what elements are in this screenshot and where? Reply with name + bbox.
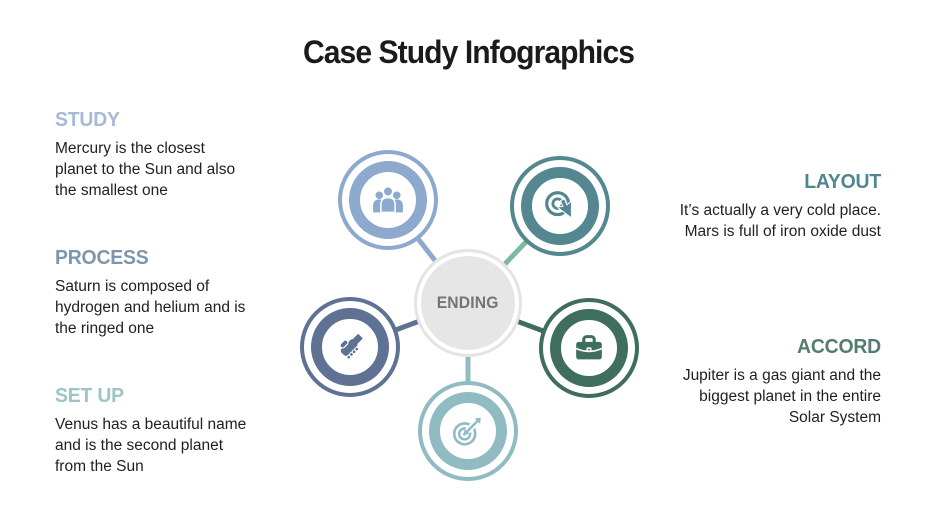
node-briefcase-ring [550,309,628,387]
target-dart-icon [452,415,484,446]
section-layout-heading: LAYOUT [804,171,881,193]
section-process-body: Saturn is composed of hydrogen and heliu… [55,278,246,337]
section-layout-body: It’s actually a very cold place. Mars is… [679,202,881,240]
node-target [418,381,518,481]
users-icon [373,185,403,214]
section-process-heading: PROCESS [55,247,149,269]
section-accord-heading: ACCORD [797,336,881,358]
hub-node-ending: ENDING [414,249,522,357]
section-setup-body: Venus has a beautiful name and is the se… [55,416,247,475]
briefcase-icon [575,335,603,360]
node-people-ring [349,161,427,239]
section-layout: LAYOUT It’s actually a very cold place. … [679,171,882,242]
section-process: PROCESS Saturn is composed of hydrogen a… [55,248,251,339]
node-cursor-ring [521,167,599,245]
node-briefcase [539,298,639,398]
section-setup: SET UP Venus has a beautiful name and is… [55,386,251,477]
page-title: Case Study Infographics [302,34,635,70]
hub-disc: ENDING [421,256,515,350]
section-study: STUDY Mercury is the closest planet to t… [55,110,251,201]
node-cursor [510,156,610,256]
handshake-icon [339,334,363,360]
section-accord: ACCORD Jupiter is a gas giant and the bi… [679,337,881,428]
section-study-body: Mercury is the closest planet to the Sun… [55,140,236,199]
node-handshake-ring [311,308,389,386]
section-setup-heading: SET UP [55,385,124,407]
section-study-heading: STUDY [55,109,120,131]
node-people [338,150,438,250]
cursor-click-icon [545,191,572,218]
hub-label: ENDING [437,293,499,312]
node-target-ring [429,392,507,470]
node-handshake [300,297,400,397]
section-accord-body: Jupiter is a gas giant and the biggest p… [682,367,881,426]
